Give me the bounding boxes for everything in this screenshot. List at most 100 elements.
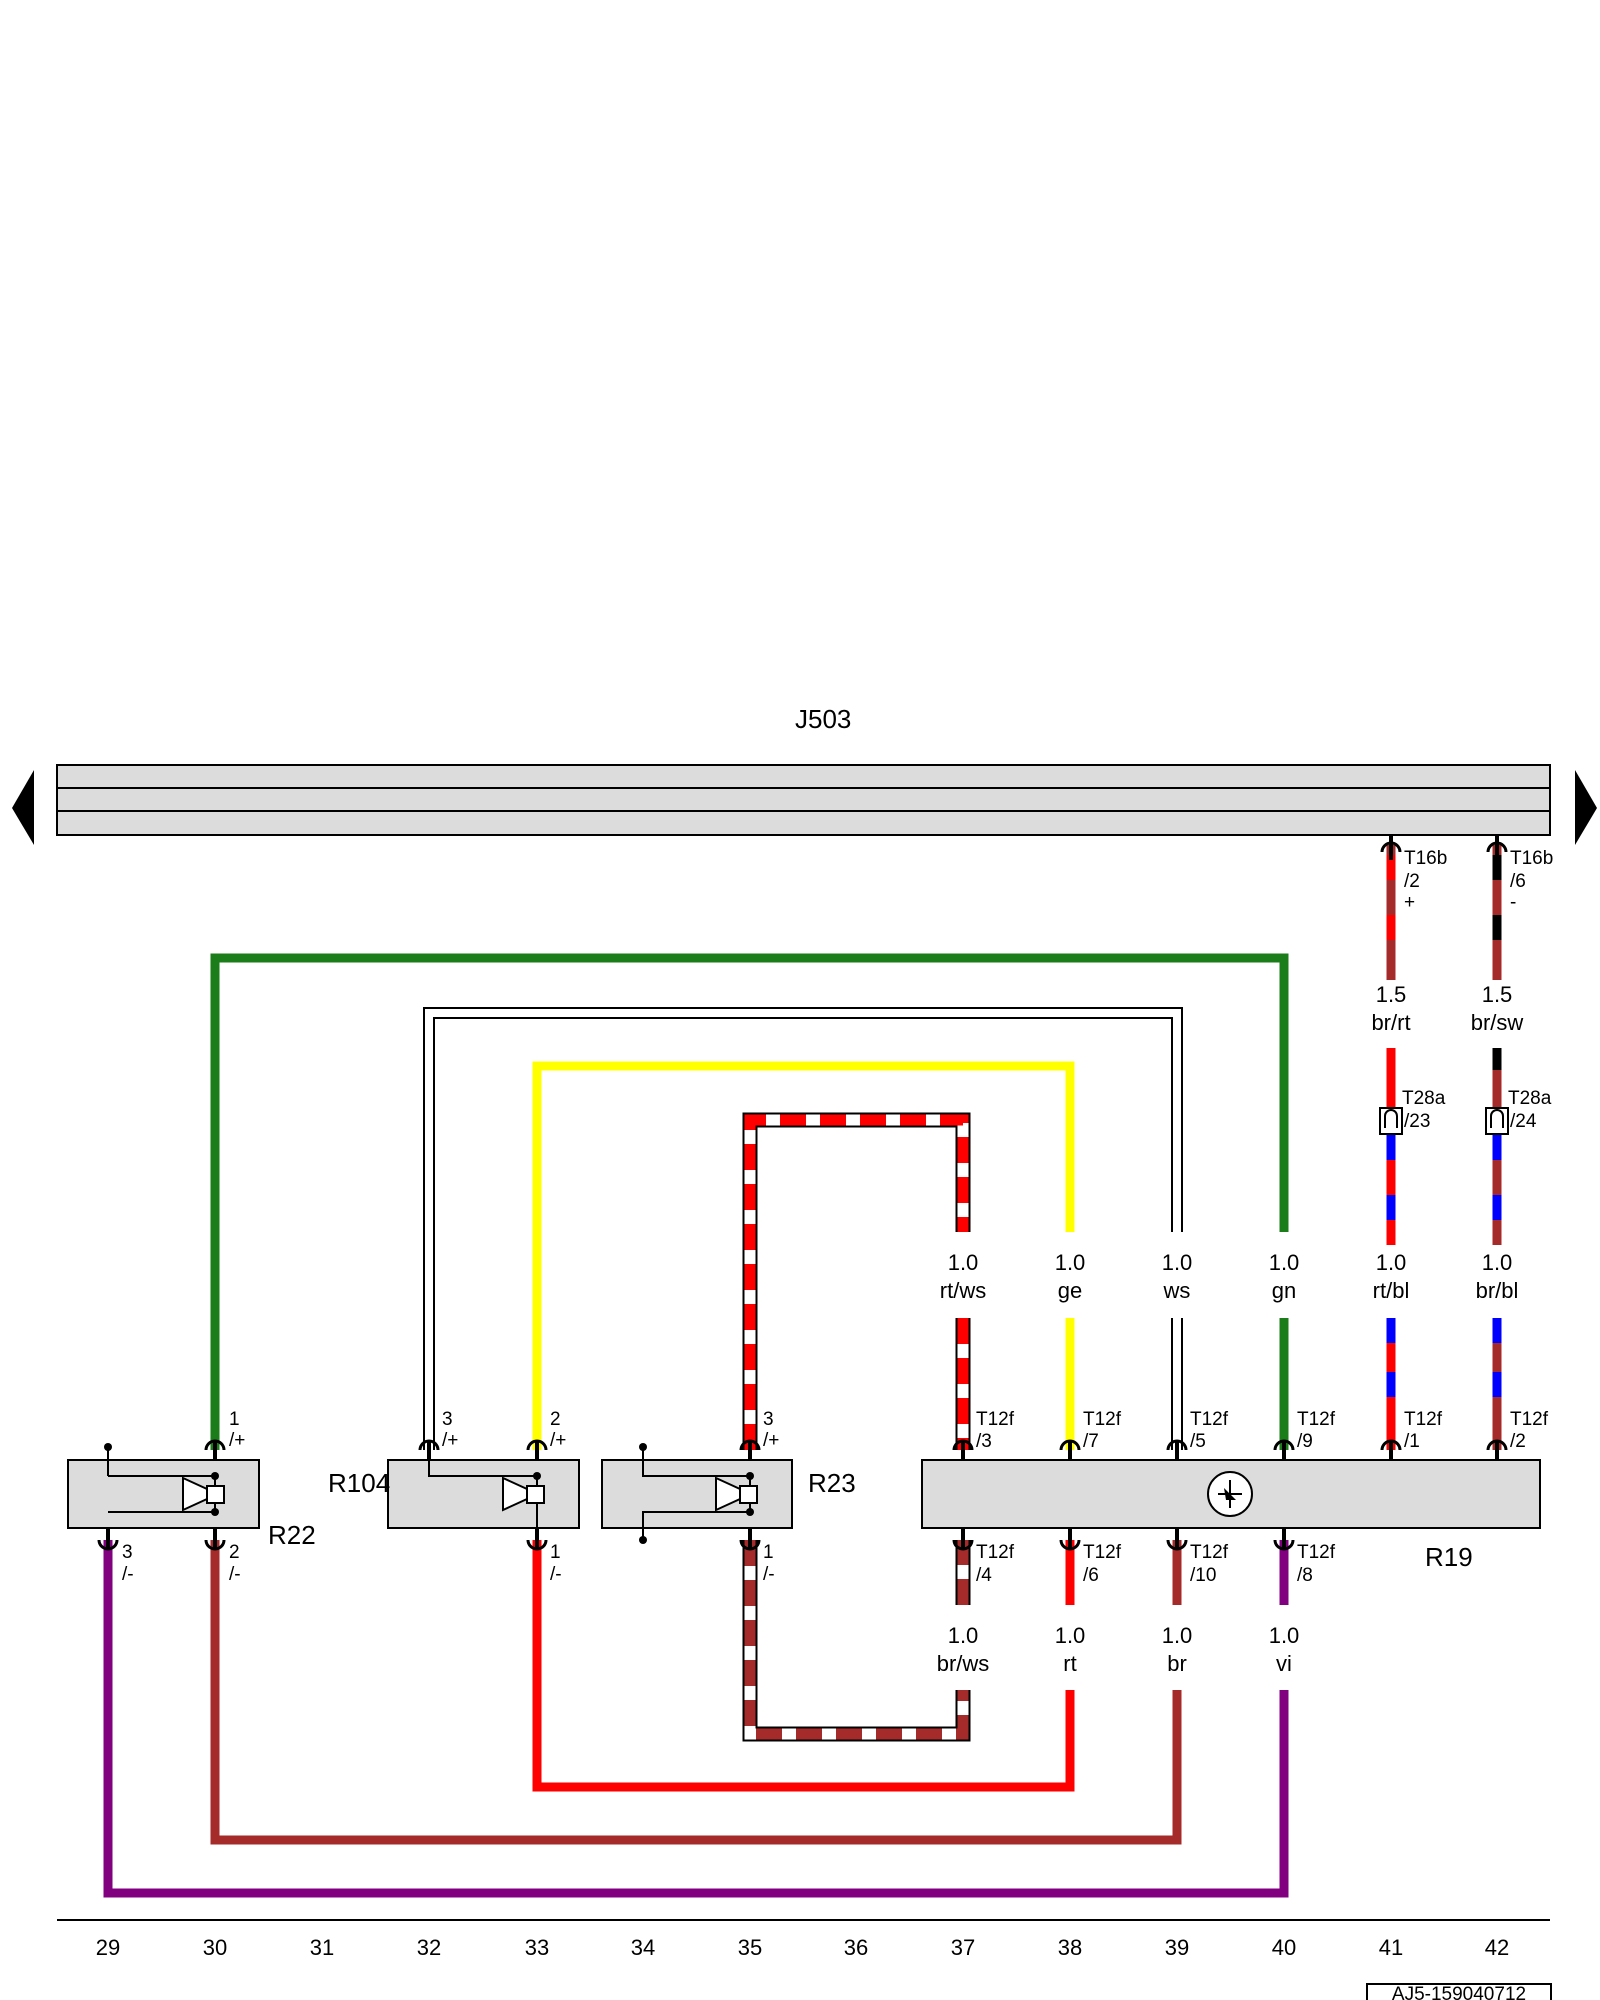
wire-label-col38-bottom-size: 1.0 [1055, 1623, 1086, 1648]
wire-label-col38-color: ge [1058, 1278, 1082, 1303]
wire-label-col42-lower-color: br/bl [1476, 1278, 1519, 1303]
pin-r22-3: 3 [122, 1542, 133, 1563]
wire-label-col40-bottom-color: vi [1276, 1651, 1292, 1676]
wire-label-col40-bottom-size: 1.0 [1269, 1623, 1300, 1648]
connector-t12f-9-pin: /9 [1297, 1431, 1313, 1452]
wire-label-col37-color: rt/ws [940, 1278, 986, 1303]
connector-t12f-2-pin: /2 [1510, 1431, 1526, 1452]
wire-label-col38-size: 1.0 [1055, 1250, 1086, 1275]
wire-brown-white-br-ws [742, 1540, 971, 1742]
pin-r23-1-sign: /- [763, 1564, 775, 1585]
pin-r104-2-sign: /+ [550, 1430, 566, 1451]
connector-t12f-8-pin: /8 [1297, 1565, 1313, 1586]
wire-label-col39-color: ws [1163, 1278, 1191, 1303]
pin-r22-1-sign: /+ [229, 1430, 245, 1451]
wire-label-col39-bottom-size: 1.0 [1162, 1623, 1193, 1648]
continuation-arrow-left [12, 770, 34, 845]
column-number: 42 [1485, 1935, 1509, 1960]
wire-label-col42-size: 1.5 [1482, 982, 1513, 1007]
connector-t12f-4-pin: /4 [976, 1565, 992, 1586]
pin-r23-1: 1 [763, 1542, 774, 1563]
wire-label-col37-bottom-color: br/ws [937, 1651, 990, 1676]
column-number: 39 [1165, 1935, 1189, 1960]
unit-label-j503: J503 [795, 704, 851, 734]
column-number: 41 [1379, 1935, 1403, 1960]
column-number: 38 [1058, 1935, 1082, 1960]
component-label-r104: R104 [328, 1468, 390, 1498]
connector-t12f-1-name: T12f [1404, 1409, 1443, 1430]
terminal-symbols [97, 841, 1508, 1551]
footer-code-box [1366, 1983, 1552, 2000]
wire-label-col41-lower-color: rt/bl [1373, 1278, 1410, 1303]
connector-t16b-6-sign: - [1510, 892, 1516, 913]
wire-label-col37-size: 1.0 [948, 1250, 979, 1275]
speaker-r22 [67, 1443, 260, 1529]
connector-t12f-6-pin: /6 [1083, 1565, 1099, 1586]
column-number: 29 [96, 1935, 120, 1960]
pin-r22-2: 2 [229, 1542, 240, 1563]
connector-t12f-3-name: T12f [976, 1409, 1015, 1430]
connector-t12f-5-name: T12f [1190, 1409, 1229, 1430]
connector-t28a-23-pin: /23 [1404, 1111, 1430, 1132]
connector-t28a-24 [1485, 1107, 1509, 1135]
connector-t12f-6-name: T12f [1083, 1542, 1122, 1563]
connector-t12f-2-name: T12f [1510, 1409, 1549, 1430]
connector-t16b-2-sign: + [1404, 892, 1415, 913]
wire-label-col40-size: 1.0 [1269, 1250, 1300, 1275]
pin-r23-3: 3 [763, 1409, 774, 1430]
connector-t16b-6-name: T16b [1510, 848, 1553, 869]
speaker-r104 [387, 1450, 580, 1540]
column-number: 36 [844, 1935, 868, 1960]
terminal-pins [106, 835, 1499, 1550]
wire-label-col39-size: 1.0 [1162, 1250, 1193, 1275]
connector-t28a-23 [1379, 1107, 1403, 1135]
continuation-arrow-right [1575, 770, 1597, 845]
wire-label-col41-color: br/rt [1371, 1010, 1410, 1035]
pin-r23-3-sign: /+ [763, 1430, 779, 1451]
pin-r104-3-sign: /+ [442, 1430, 458, 1451]
pin-r22-1: 1 [229, 1409, 240, 1430]
wire-yellow-ge [532, 1061, 1075, 1450]
column-number: 37 [951, 1935, 975, 1960]
column-number: 33 [525, 1935, 549, 1960]
column-number: 31 [310, 1935, 334, 1960]
wire-label-col41-lower-size: 1.0 [1376, 1250, 1407, 1275]
connector-t12f-1-pin: /1 [1404, 1431, 1420, 1452]
component-label-r22: R22 [268, 1520, 316, 1550]
connector-t28a-23-name: T28a [1402, 1088, 1446, 1109]
control-unit-j503 [56, 764, 1551, 836]
pin-r104-1: 1 [550, 1542, 561, 1563]
column-number: 34 [631, 1935, 655, 1960]
column-number: 30 [203, 1935, 227, 1960]
component-label-r23: R23 [808, 1468, 856, 1498]
wire-green-gn [210, 953, 1289, 1450]
pin-r22-3-sign: /- [122, 1564, 134, 1585]
pin-r104-3: 3 [442, 1409, 453, 1430]
wire-label-col42-color: br/sw [1471, 1010, 1524, 1035]
wire-label-col37-bottom-size: 1.0 [948, 1623, 979, 1648]
pin-r104-2: 2 [550, 1409, 561, 1430]
connector-t12f-7-name: T12f [1083, 1409, 1122, 1430]
connector-t12f-4-name: T12f [976, 1542, 1015, 1563]
column-number: 35 [738, 1935, 762, 1960]
radio-r19 [921, 1459, 1541, 1529]
connector-t12f-10-pin: /10 [1190, 1565, 1216, 1586]
wire-violet-vi [103, 1540, 1289, 1898]
wire-label-col38-bottom-color: rt [1063, 1651, 1076, 1676]
wire-red-rt [532, 1540, 1075, 1792]
connector-t12f-8-name: T12f [1297, 1542, 1336, 1563]
wire-brown-br [210, 1540, 1182, 1845]
connector-t12f-10-name: T12f [1190, 1542, 1229, 1563]
column-number: 40 [1272, 1935, 1296, 1960]
connector-t28a-24-name: T28a [1508, 1088, 1552, 1109]
connector-t12f-9-name: T12f [1297, 1409, 1336, 1430]
connector-t16b-6-pin: /6 [1510, 871, 1526, 892]
speaker-r23 [601, 1443, 793, 1544]
connector-t12f-3-pin: /3 [976, 1431, 992, 1452]
wire-label-col39-bottom-color: br [1167, 1651, 1187, 1676]
footer-code: AJ5-159040712 [1392, 1984, 1526, 2000]
connector-t28a-24-pin: /24 [1510, 1111, 1537, 1132]
connector-t16b-2-name: T16b [1404, 848, 1447, 869]
column-numbers: 29 30 31 32 33 34 35 36 37 38 39 40 41 4… [96, 1935, 1509, 1960]
